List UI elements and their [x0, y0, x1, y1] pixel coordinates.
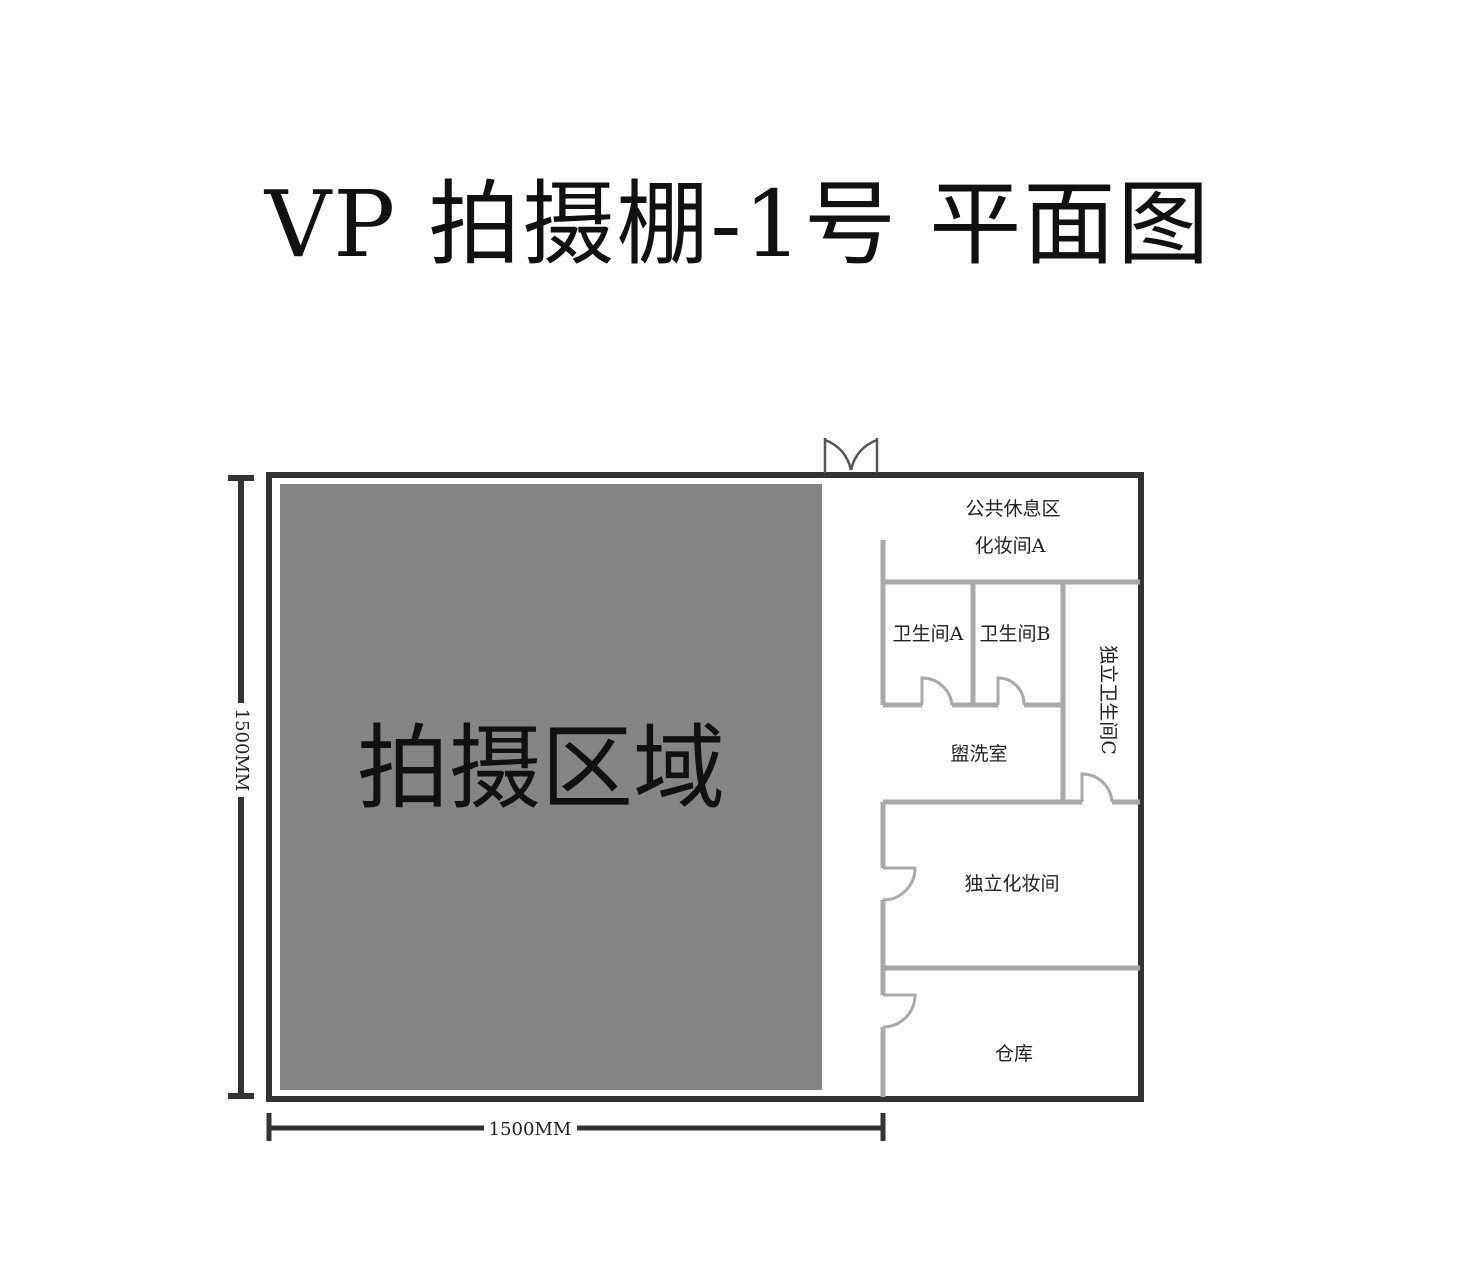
door-private-makeup: [882, 866, 917, 902]
door-storage: [882, 993, 917, 1029]
room-label-lounge: 公共休息区: [965, 498, 1060, 520]
dimension-width-label: 1500MM: [489, 1119, 572, 1140]
entrance-door: [823, 438, 879, 473]
room-label-makeup-a: 化妆间A: [975, 535, 1046, 557]
dimension-height: [228, 475, 254, 1099]
room-label-storage: 仓库: [995, 1043, 1033, 1065]
door-swings: [882, 676, 1114, 1029]
door-toilet-c: [1080, 772, 1114, 803]
room-label-toilet-c: 独立卫生间C: [1097, 645, 1119, 755]
dimension-width: [266, 1113, 886, 1141]
room-label-washroom: 盥洗室: [950, 743, 1007, 765]
room-label-private-makeup: 独立化妆间: [964, 873, 1059, 895]
outer-wall: [266, 472, 1144, 1102]
page-title: VP 拍摄棚-1号 平面图: [264, 171, 1212, 278]
door-toilet-a: [920, 676, 954, 706]
dimension-height-label: 1500MM: [231, 709, 252, 792]
shooting-area-label: 拍摄区域: [357, 715, 725, 822]
shooting-area: [280, 484, 822, 1090]
room-label-toilet-a: 卫生间A: [893, 623, 964, 645]
door-toilet-b: [996, 676, 1026, 706]
room-label-toilet-b: 卫生间B: [980, 623, 1051, 645]
inner-walls: [880, 540, 1140, 1097]
